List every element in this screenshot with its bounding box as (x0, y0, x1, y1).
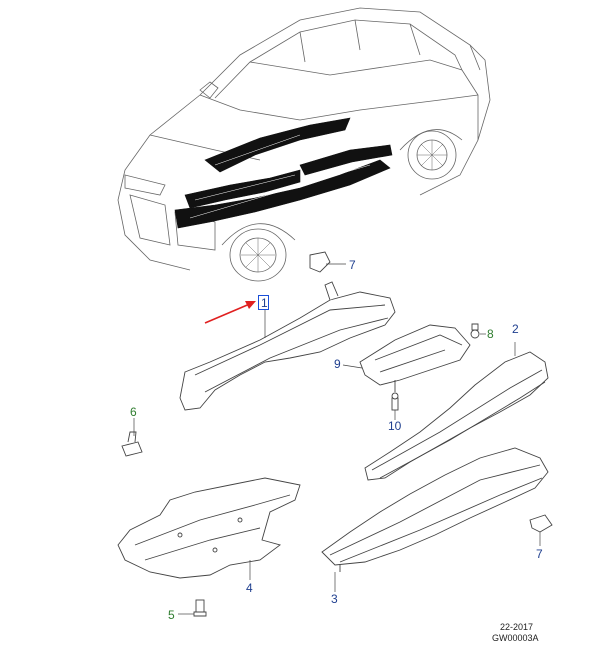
part-9-shield (359, 324, 471, 392)
bracket-7-lower (529, 514, 553, 533)
pointer-arrow (204, 301, 256, 324)
callout-1-highlight (258, 295, 269, 310)
callout-9[interactable]: 9 (334, 357, 341, 371)
callout-2[interactable]: 2 (512, 322, 519, 336)
vehicle-underbody-detail (189, 134, 371, 219)
fastener-8-bolt (470, 323, 480, 339)
callout-4[interactable]: 4 (246, 581, 253, 595)
vehicle-outline (117, 7, 491, 282)
callout-8[interactable]: 8 (487, 327, 494, 341)
leader-lines (133, 263, 541, 615)
footer-code: GW00003A (492, 633, 539, 643)
callout-5[interactable]: 5 (168, 608, 175, 622)
callout-10[interactable]: 10 (388, 419, 402, 433)
part-3-shield (321, 447, 549, 572)
vehicle-underbody-shields (174, 117, 393, 229)
part-2-shield (364, 351, 549, 481)
footer-date: 22-2017 (500, 622, 534, 632)
callout-3[interactable]: 3 (331, 592, 338, 606)
fastener-10-bolt (391, 392, 399, 411)
bracket-7-upper (309, 251, 331, 273)
callout-7-upper[interactable]: 7 (349, 258, 356, 272)
part-4-shield (117, 477, 301, 579)
fastener-6-bracket (121, 431, 143, 457)
callout-1[interactable]: 1 (261, 296, 268, 310)
callout-7-lower[interactable]: 7 (536, 547, 543, 561)
callout-6[interactable]: 6 (130, 405, 137, 419)
fastener-5-bolt (193, 599, 207, 617)
part-1-shield (179, 281, 396, 411)
